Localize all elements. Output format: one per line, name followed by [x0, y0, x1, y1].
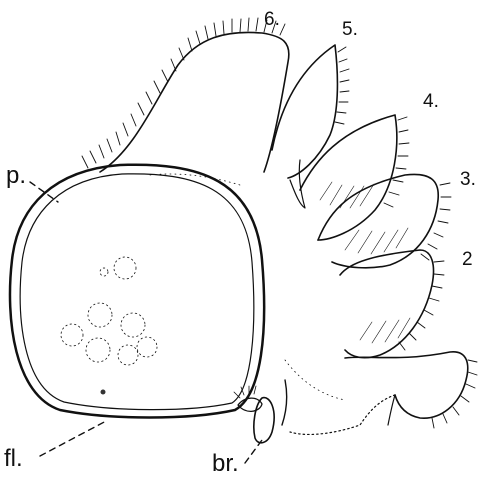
lobe-1: [345, 352, 468, 418]
br-appendage: [254, 398, 274, 443]
lobe-1-setae: [432, 360, 477, 428]
lobe-6-setae: [82, 18, 285, 168]
base-dots: [285, 360, 345, 400]
stem-right: [388, 395, 395, 425]
leader-fl: [40, 420, 108, 456]
label-p: p.: [6, 164, 26, 188]
lobe-3-hatching: [345, 228, 408, 254]
lobe-4: [300, 115, 397, 240]
dotted-cells: [61, 257, 157, 365]
label-3: 3.: [460, 170, 476, 189]
label-2: 2: [462, 250, 473, 269]
lobe-3-setae: [421, 183, 451, 260]
label-6: 6.: [264, 10, 280, 29]
lobe-4-hatching: [320, 182, 374, 208]
label-br: br.: [212, 452, 239, 476]
lobe-3: [318, 174, 438, 267]
lobe-6: [100, 32, 289, 172]
label-5: 5.: [342, 20, 358, 39]
label-4: 4.: [423, 92, 439, 111]
oval-plate-inner: [20, 174, 254, 410]
leader-br: [245, 440, 262, 463]
br-stalk: [282, 380, 287, 425]
dark-spot: [101, 390, 106, 395]
label-fl: fl.: [4, 447, 23, 471]
limb-base: [290, 395, 395, 434]
leader-lines: [30, 182, 262, 463]
oval-plate-outer: [10, 165, 264, 418]
lobe-5: [272, 45, 337, 178]
